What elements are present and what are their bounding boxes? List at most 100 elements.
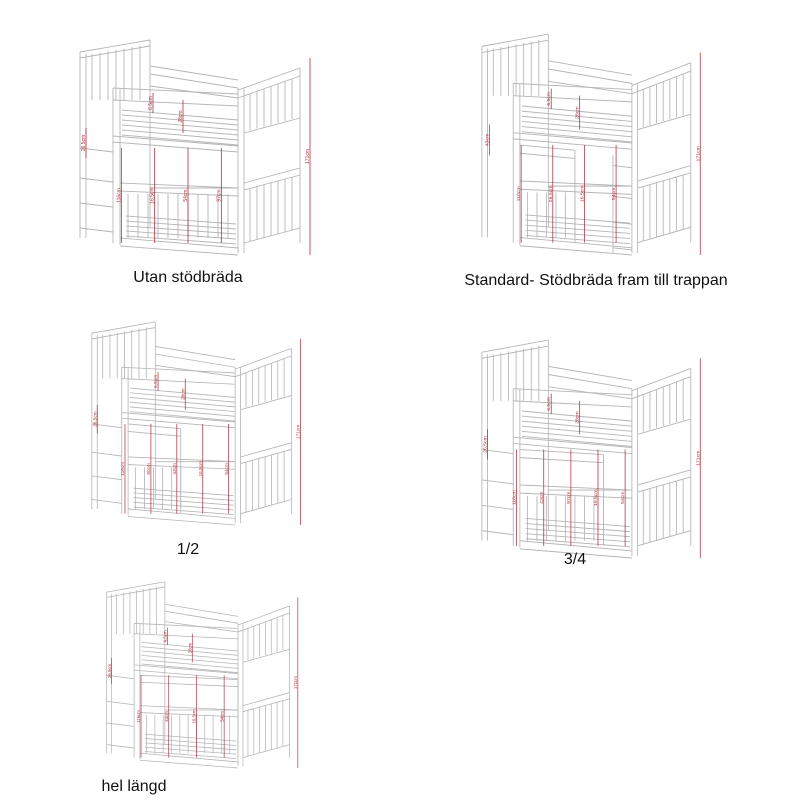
lower-bed-slat <box>525 518 631 528</box>
dimension-label: 28cm <box>178 110 184 122</box>
ladder-rung <box>91 499 122 504</box>
lower-base <box>139 752 239 763</box>
dimension-label: 26,5cm <box>107 663 112 678</box>
end-rail <box>243 167 301 184</box>
upper-front-rail <box>112 99 239 107</box>
end-rail <box>637 469 691 486</box>
back-rail <box>149 73 239 89</box>
lower-front-rail <box>139 705 239 711</box>
back-rail <box>548 374 632 390</box>
lower-base <box>128 508 236 519</box>
dimension-label: 26,5cm <box>92 411 97 427</box>
dimension-label: 43cm <box>485 134 491 147</box>
end-rail <box>631 367 691 392</box>
lower-bed-slat <box>125 235 237 245</box>
end-rail <box>240 442 292 458</box>
ladder-rung <box>79 177 114 183</box>
end-rail <box>237 67 301 91</box>
dimension-label: 43cm <box>539 491 545 503</box>
dimension-label: 171cm <box>293 676 298 689</box>
headboard-rail <box>79 39 151 53</box>
ladder-rung <box>91 451 122 457</box>
upper-front-rail <box>121 378 236 385</box>
guard-board <box>519 144 575 151</box>
back-rail <box>164 610 239 624</box>
dimension-label: 54cm <box>183 189 189 201</box>
upper-bed-slat <box>141 659 239 669</box>
upper-front-rail <box>121 366 236 374</box>
dimension-label: 16,5cm <box>150 187 156 203</box>
dimension-label: 54cm <box>219 711 224 722</box>
lower-bed-slat <box>144 742 237 751</box>
dimension-label: 6,5cm <box>148 96 154 110</box>
ladder-rung <box>79 202 114 208</box>
lower-front-rail <box>119 182 239 189</box>
upper-bottom-rail <box>112 135 239 147</box>
dimension-label: 43cm <box>164 711 169 722</box>
dimension-label: 116cm <box>136 710 141 723</box>
lower-bed-slat <box>125 220 237 230</box>
dimension-label: 28cm <box>575 106 581 119</box>
ladder-rung <box>481 504 514 510</box>
dimension-label: 116cm <box>120 462 125 476</box>
upper-bottom-rail <box>513 132 632 144</box>
dimension-label: 16,5cm <box>198 461 203 477</box>
upper-bottom-rail <box>121 412 236 423</box>
end-rail <box>242 692 290 706</box>
back-rail <box>155 346 236 361</box>
dimension-label: 16,5cm <box>580 185 586 202</box>
upper-bed-slat <box>121 109 239 121</box>
ladder-rung <box>106 674 135 680</box>
upper-bottom-rail <box>121 417 236 429</box>
upper-bed-slat <box>129 411 236 422</box>
end-rail <box>242 744 290 758</box>
headboard-rail <box>91 321 156 334</box>
dimension-label: 16,5cm <box>192 709 197 724</box>
upper-bottom-rail <box>513 442 632 455</box>
dimension-label: 28cm <box>575 411 581 423</box>
back-rail <box>155 353 236 368</box>
headboard-rail <box>106 581 165 593</box>
dimension-label: 28cm <box>180 388 185 400</box>
headboard-rail <box>106 586 165 598</box>
guard-board <box>128 423 181 430</box>
dimension-label: 26,5cm <box>483 436 489 453</box>
guard-board <box>519 152 575 159</box>
end-rail <box>237 605 290 626</box>
guard-board <box>519 449 604 456</box>
ladder-rung <box>106 744 135 749</box>
lower-base <box>119 245 239 256</box>
end-rail <box>637 476 691 493</box>
caption-standard: Standard- Stödbräda fram till trappan <box>464 272 728 289</box>
upper-bed-slat <box>141 646 239 656</box>
ladder-rung <box>612 247 632 251</box>
upper-bed-slat <box>521 126 632 138</box>
dimension-label: 171cm <box>695 146 701 161</box>
dimension-label: 116cm <box>512 490 518 505</box>
upper-front-rail <box>513 388 632 396</box>
back-rail <box>164 603 239 617</box>
guard-board <box>139 674 239 681</box>
end-rail <box>235 355 292 378</box>
end-rail <box>243 117 301 134</box>
upper-bed-slat <box>521 131 632 143</box>
lower-bed-slat <box>525 523 631 533</box>
ladder-rung <box>481 449 514 455</box>
back-rail <box>149 65 239 81</box>
end-rail <box>637 172 691 189</box>
upper-bed-slat <box>129 406 236 417</box>
lower-bed-slat <box>144 746 237 755</box>
caption-half: 1/2 <box>176 541 200 558</box>
end-rail <box>637 418 691 435</box>
upper-front-rail <box>513 82 632 91</box>
guard-board <box>519 457 604 464</box>
upper-bed-slat <box>121 129 239 141</box>
lower-bed-slat <box>525 219 631 229</box>
lower-bed-slat <box>525 538 631 548</box>
upper-bed-slat <box>141 654 239 665</box>
lower-front-rail <box>128 464 236 470</box>
end-rail <box>631 70 691 95</box>
end-rail <box>242 698 290 713</box>
